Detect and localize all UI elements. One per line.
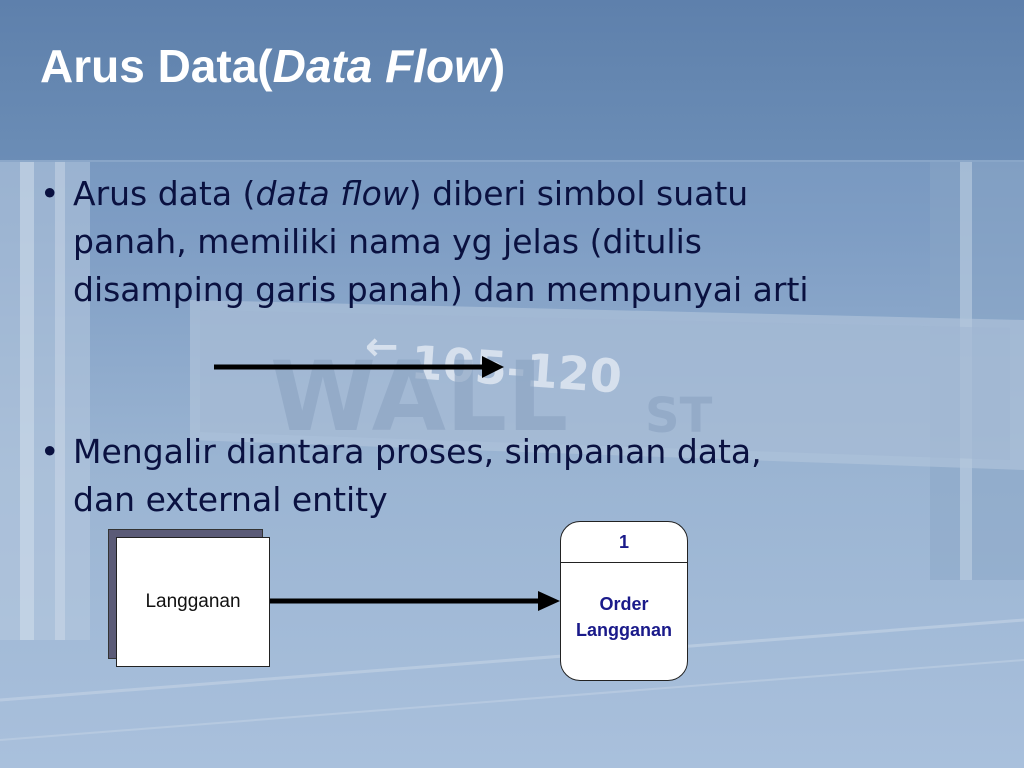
- slide-title: Arus Data(Data Flow): [40, 40, 506, 92]
- sign-arrow-glyph: ←: [365, 324, 399, 370]
- bullet-1-line-3: disamping garis panah) dan mempunyai art…: [73, 270, 809, 309]
- external-entity-langganan: Langganan: [116, 537, 270, 667]
- bullet-marker: •: [40, 174, 60, 213]
- bullet-1-line-2: panah, memiliki nama yg jelas (ditulis: [73, 222, 702, 261]
- sign-st-text: ST: [645, 388, 713, 444]
- process-name-line-2: Langganan: [575, 620, 672, 640]
- example-data-flow-arrow: [214, 356, 504, 378]
- title-band: [0, 0, 1024, 162]
- external-entity-label: Langganan: [145, 591, 241, 612]
- bullet-marker: •: [40, 432, 60, 471]
- bullet-2-line-1: Mengalir diantara proses, simpanan data,: [73, 432, 762, 471]
- bullet-2-line-2: dan external entity: [73, 480, 388, 519]
- process-order-langganan: 1 Order Langganan: [560, 521, 688, 681]
- process-name-line-1: Order: [599, 594, 649, 614]
- process-number: 1: [561, 522, 687, 563]
- sign-word-text: WALL: [270, 341, 568, 453]
- langganan-to-order-arrow: [270, 591, 560, 611]
- bullet-1-line-1: Arus data (data flow) diberi simbol suat…: [73, 174, 749, 213]
